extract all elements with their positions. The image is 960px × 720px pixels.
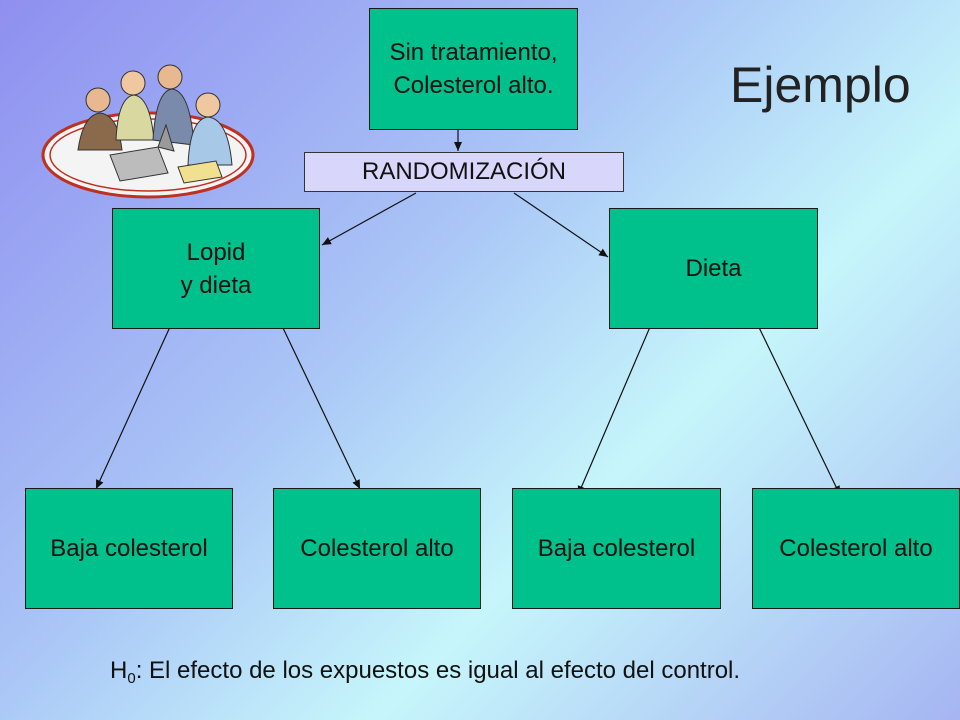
null-hypothesis: H0: El efecto de los expuestos es igual … [110, 657, 740, 687]
arrow-lopid-to-leaf1 [95, 304, 181, 490]
hypothesis-symbol: H [110, 657, 128, 684]
node-lopid: Lopid y dieta [112, 208, 320, 329]
node-leaf2: Colesterol alto [273, 488, 481, 609]
node-randomization: RANDOMIZACIÓN [304, 152, 624, 192]
node-leaf3: Baja colesterol [512, 488, 721, 609]
hypothesis-text: : El efecto de los expuestos es igual al… [135, 657, 741, 684]
node-leaf1: Baja colesterol [25, 488, 233, 609]
node-dieta: Dieta [609, 208, 818, 329]
meeting-people-clipart [41, 64, 255, 199]
node-start: Sin tratamiento, Colesterol alto. [369, 8, 578, 130]
node-leaf4: Colesterol alto [752, 488, 960, 609]
hypothesis-subscript: 0 [127, 670, 136, 687]
slide-title: Ejemplo [730, 57, 911, 113]
arrow-randomization-to-lopid [321, 192, 417, 246]
arrow-dieta-to-leaf3 [577, 312, 657, 496]
arrow-dieta-to-leaf4 [751, 312, 841, 496]
arrow-lopid-to-leaf2 [271, 304, 361, 490]
arrow-randomization-to-dieta [513, 192, 609, 258]
